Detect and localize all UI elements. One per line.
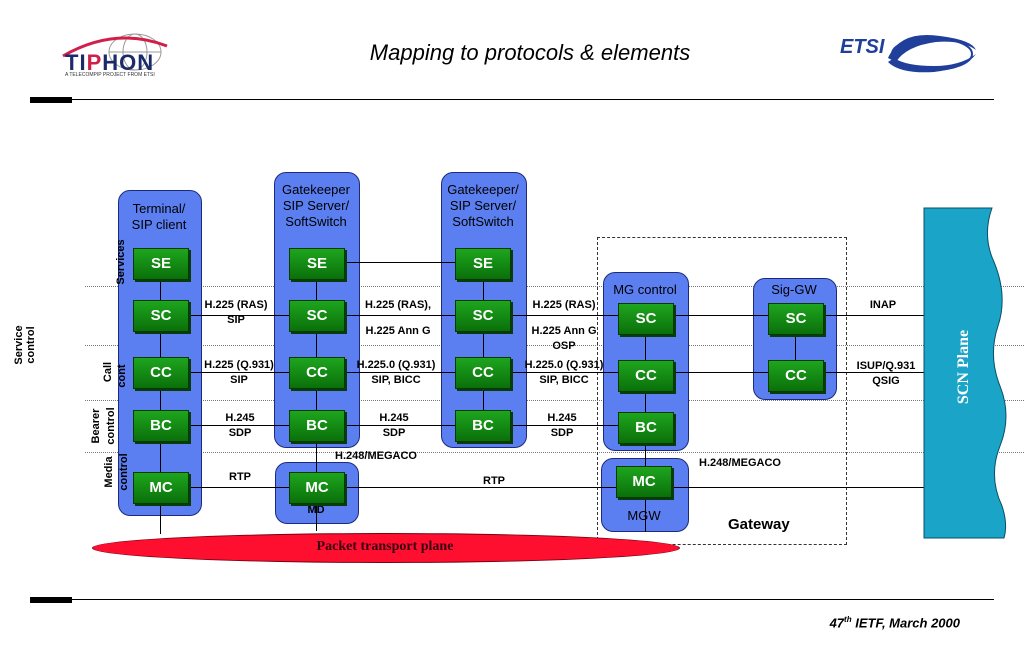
row-separator: [85, 286, 1024, 287]
md-label: MD: [307, 504, 325, 516]
tiphon-text-hon: HON: [102, 50, 155, 75]
slide-footer: 47th IETF, March 2000: [829, 615, 960, 631]
gateway-region: [597, 237, 847, 545]
scn-plane: [923, 207, 1007, 539]
gatekeeper1-bc-box: BC: [289, 410, 345, 442]
mg-bc-box: BC: [618, 412, 674, 444]
sig-gw-label: Sig-GW: [771, 282, 817, 297]
terminal-label: Terminal/ SIP client: [131, 201, 187, 232]
sig-gw-cc-box: CC: [768, 360, 824, 392]
call-control-label-2: cont: [116, 364, 128, 388]
cc1-protocol-label: H.225 (Q.931)SIP: [204, 359, 274, 386]
cc2-protocol-label: H.225.0 (Q.931)SIP, BICC: [356, 359, 436, 386]
gatekeeper1-cc-box: CC: [289, 357, 345, 389]
globe-icon: [62, 33, 168, 71]
megaco1-label: H.248/MEGACO: [335, 450, 417, 462]
terminal-cc-box: CC: [133, 357, 189, 389]
mg-control-label: MG control: [613, 282, 677, 297]
mc-link: [188, 487, 924, 488]
sc1-protocol-label: H.225 (RAS)SIP: [204, 299, 268, 326]
header-rule: [72, 99, 994, 100]
gatekeeper2-se-box: SE: [455, 248, 511, 280]
cc-link: [188, 372, 924, 373]
etsi-logo: ETSI: [840, 28, 980, 78]
sig-gw-vertical-link: [795, 332, 796, 362]
slide-title: Mapping to protocols & elements: [369, 40, 691, 65]
rtp2-label: RTP: [483, 475, 505, 487]
mgw-label: MGW: [627, 508, 661, 523]
se-link: [343, 262, 455, 263]
gatekeeper2-sc-box: SC: [455, 300, 511, 332]
bc-link: [188, 425, 632, 426]
mg-sc-box: SC: [618, 303, 674, 335]
gatekeeper1-label: Gatekeeper SIP Server/ SoftSwitch: [282, 182, 350, 229]
sc-link: [188, 315, 924, 316]
md-mc-box: MC: [289, 472, 345, 504]
packet-transport-plane: [92, 533, 680, 563]
gatekeeper2-cc-box: CC: [455, 357, 511, 389]
scn-plane-label: SCN Plane: [955, 329, 972, 405]
inap-label: INAP: [869, 299, 897, 311]
bearer-control-label-1: Bearer: [90, 408, 102, 444]
bearer-control-label-2: control: [105, 407, 117, 445]
tiphon-tagline: A TELECOMPIP PROJECT FROM ETSI: [65, 72, 155, 78]
service-control-label: Service control: [13, 325, 37, 365]
footer-rule: [72, 599, 994, 600]
rtp1-label: RTP: [229, 471, 251, 483]
terminal-vertical-link: [160, 276, 161, 534]
sig-gw-sc-box: SC: [768, 303, 824, 335]
etsi-wave-icon: [888, 34, 976, 73]
gatekeeper1-sc-box: SC: [289, 300, 345, 332]
megaco2-label: H.248/MEGACO: [699, 457, 781, 469]
row-separator: [85, 345, 1024, 346]
row-separator: [85, 452, 1024, 453]
terminal-se-box: SE: [133, 248, 189, 280]
tiphon-text-ti: TI: [65, 50, 87, 75]
gatekeeper1-vertical-link: [316, 276, 317, 531]
terminal-mc-box: MC: [133, 472, 189, 504]
tiphon-logo: TIPHON A TELECOMPIP PROJECT FROM ETSI: [55, 30, 175, 80]
cc3-protocol-label: H.225.0 (Q.931)SIP, BICC: [524, 359, 604, 386]
terminal-bc-box: BC: [133, 410, 189, 442]
footer-rule-thick: [30, 597, 72, 603]
sc2-protocol-label-a: H.225 (RAS),: [364, 299, 432, 311]
gatekeeper1-se-box: SE: [289, 248, 345, 280]
gateway-label: Gateway: [728, 516, 790, 533]
header-rule-thick: [30, 97, 72, 103]
mg-cc-box: CC: [618, 360, 674, 392]
gatekeeper2-bc-box: BC: [455, 410, 511, 442]
row-separator: [85, 400, 1024, 401]
sc2-protocol-label-b: H.225 Ann G: [365, 325, 431, 337]
mgw-mc-box: MC: [616, 466, 672, 498]
etsi-text: ETSI: [840, 36, 885, 58]
tiphon-text-p: P: [86, 50, 103, 75]
services-label: Services: [115, 239, 127, 285]
packet-transport-label: Packet transport plane: [316, 539, 454, 554]
media-control-label-1: Media: [103, 456, 115, 488]
terminal-sc-box: SC: [133, 300, 189, 332]
gatekeeper2-label: Gatekeeper/ SIP Server/ SoftSwitch: [447, 182, 519, 229]
call-control-label-1: Call: [102, 361, 114, 383]
sc3-protocol-label-a: H.225 (RAS): [532, 299, 596, 311]
gatekeeper2-vertical-link: [483, 276, 484, 421]
media-control-label-2: control: [118, 453, 130, 491]
